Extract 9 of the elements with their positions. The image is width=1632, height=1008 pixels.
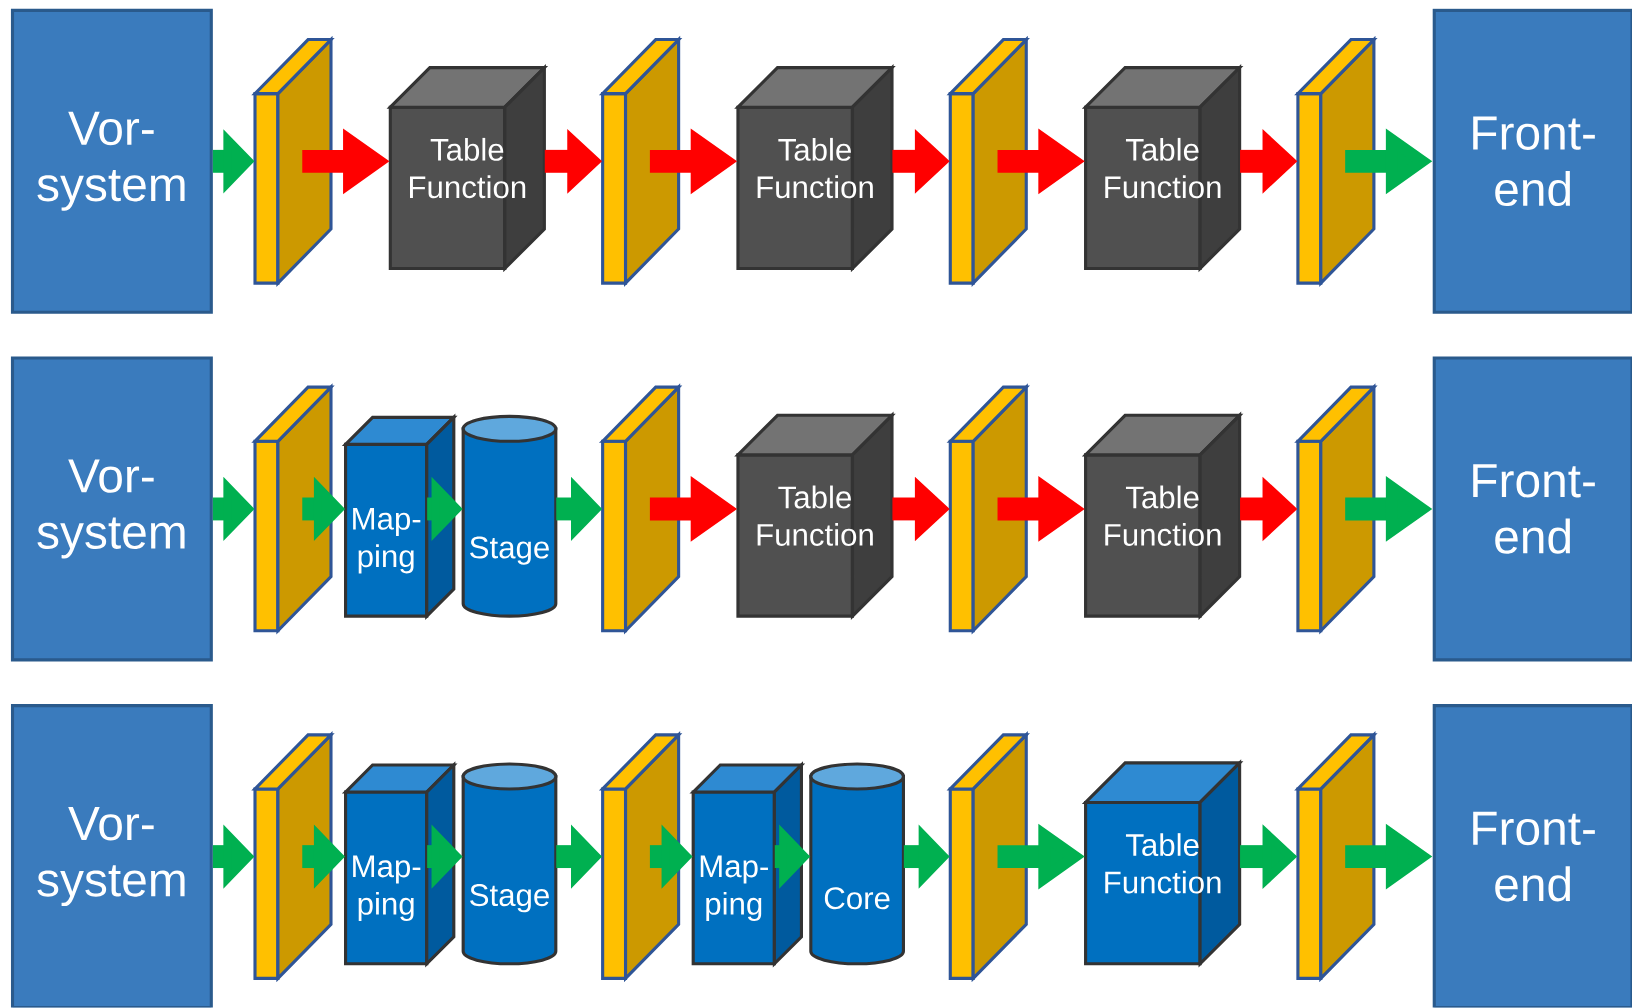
cylinder: Core bbox=[809, 762, 905, 966]
system-box: Vor- system bbox=[10, 704, 213, 1008]
system-box: Vor- system bbox=[10, 356, 213, 662]
system-box: Front- end bbox=[1432, 9, 1632, 315]
system-box: Front- end bbox=[1432, 704, 1632, 1008]
cylinder: Stage bbox=[461, 415, 558, 618]
system-box: Front- end bbox=[1432, 356, 1632, 662]
cylinder: Stage bbox=[461, 762, 558, 966]
system-box: Vor- system bbox=[10, 9, 213, 315]
